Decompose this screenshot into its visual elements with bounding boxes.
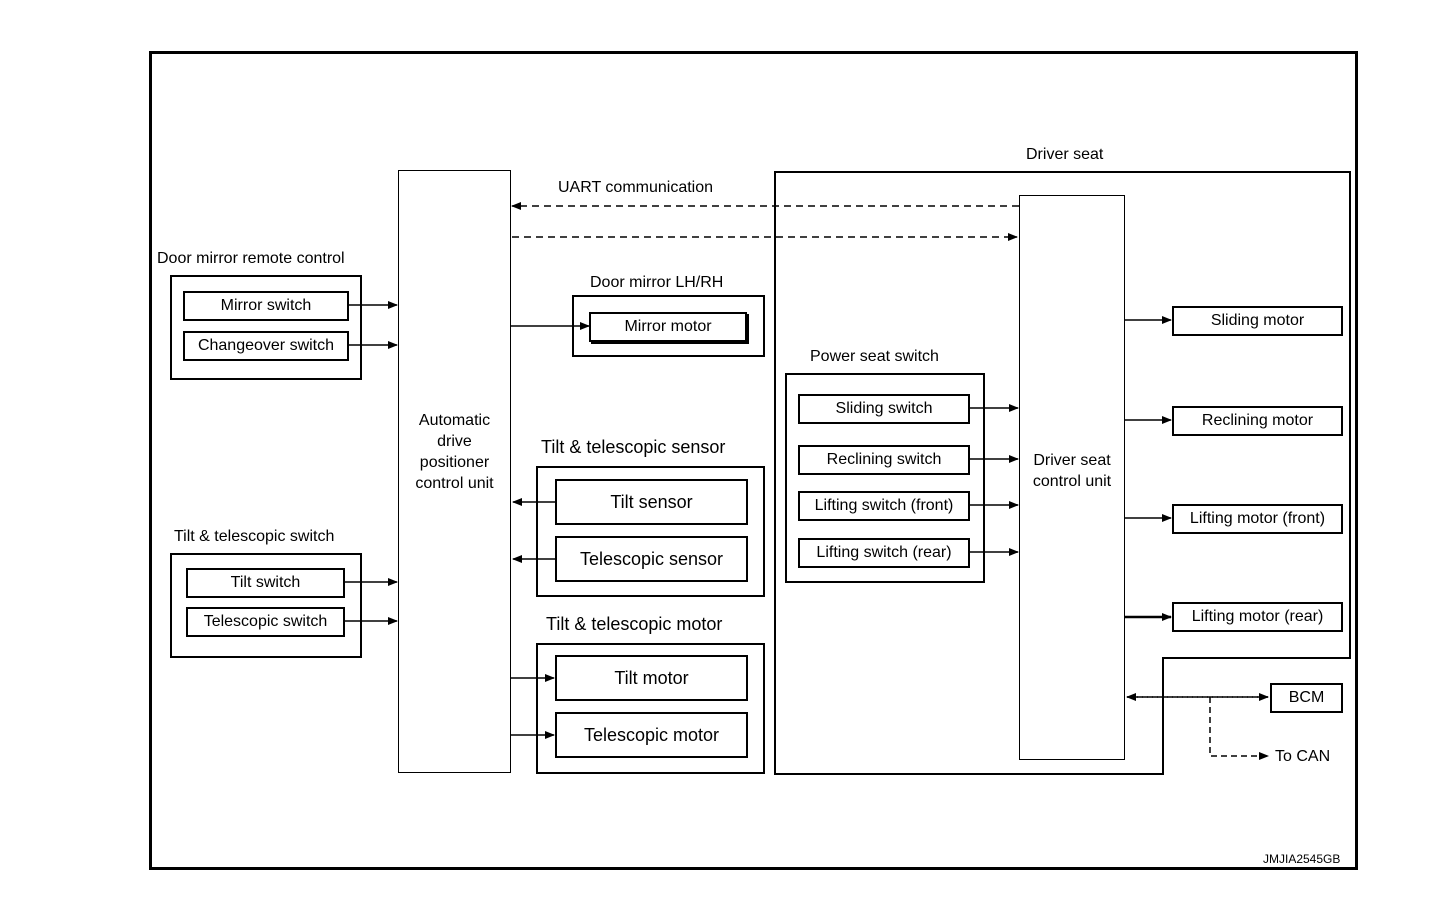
power-seat-switch-title: Power seat switch	[810, 348, 939, 365]
sliding-motor: Sliding motor	[1172, 306, 1343, 336]
reclining-motor: Reclining motor	[1172, 406, 1343, 436]
tilt-switch: Tilt switch	[186, 568, 345, 598]
adp-control-unit: Automatic drive positioner control unit	[398, 170, 511, 773]
reference-code: JMJIA2545GB	[1263, 852, 1341, 866]
tilt-sensor-group	[536, 466, 765, 597]
reclining-switch: Reclining switch	[798, 445, 970, 475]
mirror-switch: Mirror switch	[183, 291, 349, 321]
driver-seat-title: Driver seat	[1026, 146, 1104, 163]
diagram-frame	[149, 51, 1358, 870]
mirror-remote-group	[170, 275, 362, 380]
mirror-motor: Mirror motor	[589, 312, 747, 342]
tilt-switch-group	[170, 553, 362, 658]
telescopic-motor: Telescopic motor	[555, 712, 748, 758]
door-mirror-group	[572, 295, 765, 357]
driver-seat-control-unit: Driver seat control unit	[1019, 195, 1125, 760]
to-can-label: To CAN	[1275, 748, 1331, 765]
mirror-remote-title: Door mirror remote control	[157, 250, 345, 267]
tilt-motor-group	[536, 643, 765, 774]
tilt-switch-group-title: Tilt & telescopic switch	[174, 528, 335, 545]
adp-control-unit-label: Automatic drive positioner control unit	[415, 411, 494, 492]
telescopic-switch: Telescopic switch	[186, 607, 345, 637]
driver-seat-control-unit-label: Driver seat control unit	[1032, 451, 1112, 490]
lifting-motor-rear: Lifting motor (rear)	[1172, 602, 1343, 632]
tilt-sensor: Tilt sensor	[555, 479, 748, 525]
tilt-motor: Tilt motor	[555, 655, 748, 701]
tilt-motor-group-title: Tilt & telescopic motor	[546, 614, 723, 634]
sliding-switch: Sliding switch	[798, 394, 970, 424]
uart-label: UART communication	[558, 179, 714, 196]
changeover-switch: Changeover switch	[183, 331, 349, 361]
lifting-switch-front: Lifting switch (front)	[798, 491, 970, 521]
lifting-switch-rear: Lifting switch (rear)	[798, 538, 970, 568]
bcm: BCM	[1270, 683, 1343, 713]
lifting-motor-front: Lifting motor (front)	[1172, 504, 1343, 534]
tilt-sensor-group-title: Tilt & telescopic sensor	[541, 437, 726, 457]
power-seat-switch-group	[785, 373, 985, 583]
telescopic-sensor: Telescopic sensor	[555, 536, 748, 582]
door-mirror-title: Door mirror LH/RH	[590, 274, 724, 291]
